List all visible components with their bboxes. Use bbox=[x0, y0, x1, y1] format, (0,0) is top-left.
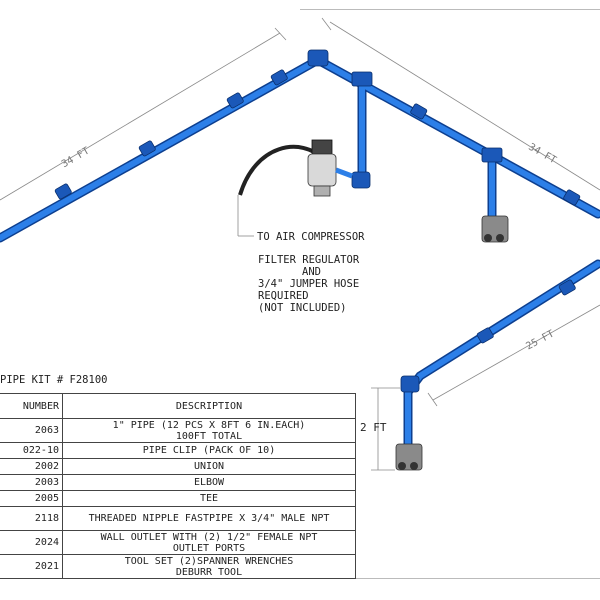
part-number: 2002 bbox=[0, 458, 63, 475]
table-row: 2063 1" PIPE (12 PCS X 8FT 6 IN.EACH)100… bbox=[0, 418, 356, 443]
table-row: 2024 WALL OUTLET WITH (2) 1/2" FEMALE NP… bbox=[0, 530, 356, 555]
desc-line: OUTLET PORTS bbox=[172, 542, 246, 554]
part-number: 2005 bbox=[0, 490, 63, 507]
parts-table: NUMBER DESCRIPTION 2063 1" PIPE (12 PCS … bbox=[0, 393, 356, 579]
note-to-air-compressor: TO AIR COMPRESSOR bbox=[257, 231, 365, 243]
part-number: 2063 bbox=[0, 418, 63, 443]
part-description: TEE bbox=[62, 490, 356, 507]
note-filter-regulator: FILTER REGULATOR AND 3/4" JUMPER HOSE RE… bbox=[258, 254, 359, 314]
wall-outlet-upper bbox=[481, 215, 509, 243]
note-filter-line5: (NOT INCLUDED) bbox=[258, 302, 347, 314]
part-description: UNION bbox=[62, 458, 356, 475]
union-fitting bbox=[226, 92, 244, 109]
table-row: 022-10 PIPE CLIP (PACK OF 10) bbox=[0, 442, 356, 459]
tee-fitting bbox=[351, 71, 373, 87]
union-fitting bbox=[410, 103, 428, 120]
pipe-fittings bbox=[54, 49, 581, 393]
note-filter-line1: FILTER REGULATOR bbox=[258, 254, 360, 266]
union-fitting bbox=[563, 189, 581, 206]
part-number: 2024 bbox=[0, 530, 63, 555]
part-number: 2003 bbox=[0, 474, 63, 491]
table-header-row: NUMBER DESCRIPTION bbox=[0, 393, 356, 419]
kit-title: PIPE KIT # F28100 bbox=[0, 374, 108, 386]
header-description: DESCRIPTION bbox=[62, 393, 356, 419]
frame-top-line bbox=[300, 9, 600, 10]
desc-line: DEBURR TOOL bbox=[175, 566, 243, 578]
desc-line: WALL OUTLET WITH (2) 1/2" FEMALE NPT bbox=[100, 531, 318, 543]
part-description: ELBOW bbox=[62, 474, 356, 491]
part-description: 1" PIPE (12 PCS X 8FT 6 IN.EACH)100FT TO… bbox=[62, 418, 356, 443]
note-filter-line2: AND bbox=[302, 266, 321, 278]
table-row: 2005 TEE bbox=[0, 490, 356, 507]
tee-fitting bbox=[481, 147, 503, 163]
union-fitting bbox=[54, 183, 72, 200]
wall-outlet-lower bbox=[395, 443, 423, 471]
dimension-lines bbox=[0, 17, 600, 471]
dim-line-top-left bbox=[0, 32, 281, 201]
dim-line-right-lower bbox=[432, 304, 600, 401]
desc-line: 1" PIPE (12 PCS X 8FT 6 IN.EACH) bbox=[112, 419, 306, 431]
part-number: 022-10 bbox=[0, 442, 63, 459]
part-number: 2021 bbox=[0, 554, 63, 579]
pipe-run-top-left bbox=[0, 57, 321, 241]
dim-label-top-right: 34 FT bbox=[526, 142, 558, 167]
dim-label-top-left: 34 FT bbox=[60, 146, 92, 171]
table-row: 2003 ELBOW bbox=[0, 474, 356, 491]
note-filter-line3: 3/4" JUMPER HOSE bbox=[258, 278, 360, 290]
union-fitting bbox=[138, 140, 156, 157]
part-description: PIPE CLIP (PACK OF 10) bbox=[62, 442, 356, 459]
dim-label-right-lower: 25 FT bbox=[524, 328, 556, 352]
desc-line: TOOL SET (2)SPANNER WRENCHES bbox=[124, 555, 294, 567]
frame-bottom-line bbox=[0, 578, 600, 579]
part-number: 2118 bbox=[0, 506, 63, 531]
part-description: THREADED NIPPLE FASTPIPE X 3/4" MALE NPT bbox=[62, 506, 356, 531]
union-fitting bbox=[558, 279, 576, 296]
desc-line: 100FT TOTAL bbox=[175, 430, 243, 442]
elbow-fitting bbox=[400, 375, 420, 393]
table-row: 2002 UNION bbox=[0, 458, 356, 475]
union-fitting bbox=[476, 327, 494, 344]
dim-label-drop: 2 FT bbox=[360, 421, 387, 434]
dim-line-top-right bbox=[329, 21, 600, 191]
note-filter-line4: REQUIRED bbox=[258, 290, 309, 302]
elbow-fitting bbox=[351, 171, 371, 189]
union-fitting bbox=[270, 69, 288, 86]
elbow-corner bbox=[307, 49, 329, 67]
table-row: 2118 THREADED NIPPLE FASTPIPE X 3/4" MAL… bbox=[0, 506, 356, 531]
header-part-number: NUMBER bbox=[0, 393, 63, 419]
filter-regulator bbox=[238, 139, 353, 197]
